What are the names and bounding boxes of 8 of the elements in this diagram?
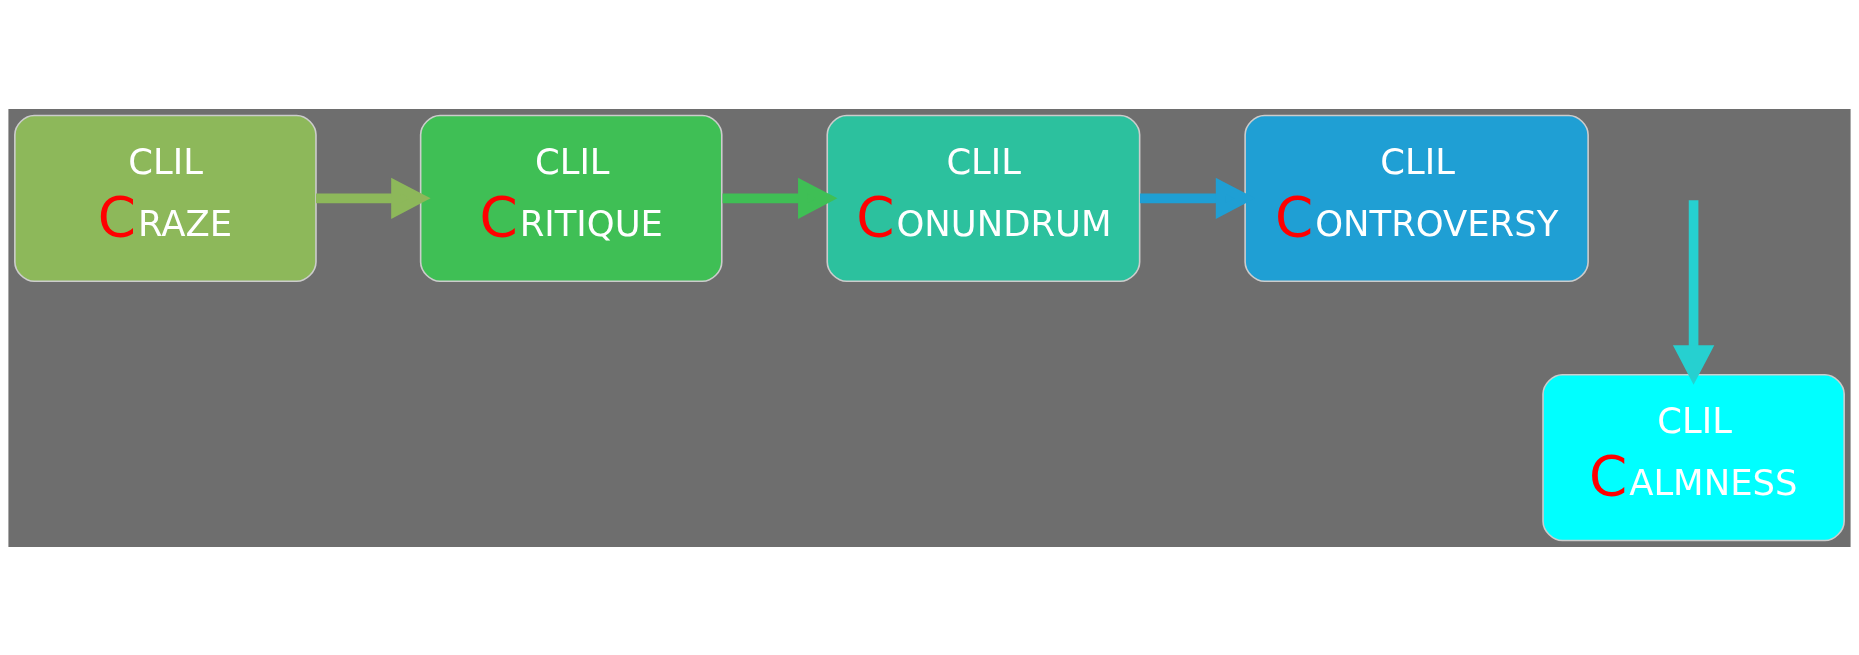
arrow [1672,199,1715,385]
node-box: CLIL CRAZE [14,114,317,282]
node-box: CLIL CRITIQUE [419,114,723,282]
node-box: CLIL CONTROVERSY [1244,114,1589,282]
arrow [316,177,431,219]
arrow [722,177,838,219]
node-box: CLIL CONUNDRUM [826,114,1141,282]
node-box: CLIL CALMNESS [1542,373,1845,541]
